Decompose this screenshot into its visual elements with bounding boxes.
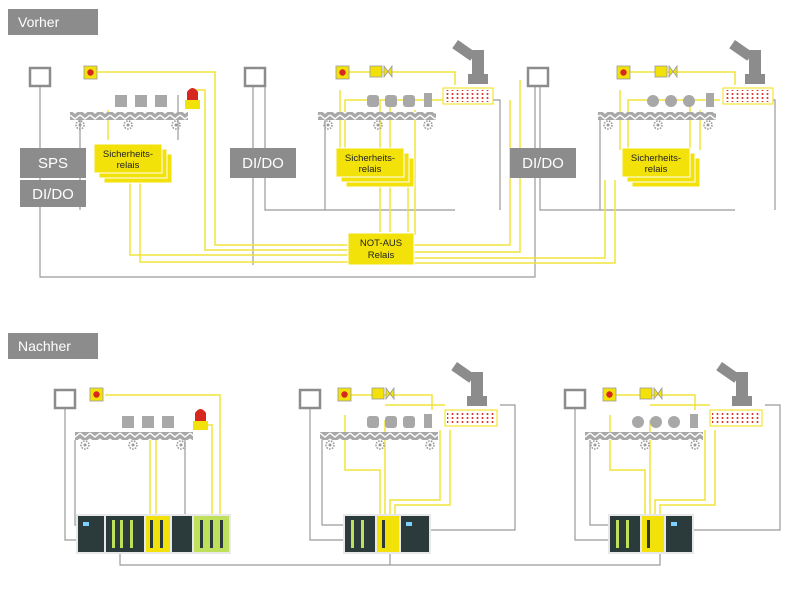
gear-icon [373,120,383,130]
valve-icon [369,65,393,78]
controller-rack [343,514,431,554]
safety-relay-label-2: relais [645,164,668,175]
section-tag-before-label: Vorher [18,14,60,30]
gear-icon [603,120,613,130]
gear-icon [80,440,90,450]
sensor-box [53,388,77,410]
conveyor-belt-pattern [70,112,188,120]
section-tag-before: Vorher [8,9,98,35]
before-station-2: DI/DO Sicherheits- relais [230,40,494,188]
emergency-button-icon [335,65,350,80]
gear-icon [325,440,335,450]
emergency-button-icon [83,65,98,80]
sps-label: SPS [38,155,68,172]
dido-label: DI/DO [242,155,284,172]
emergency-button-icon [89,387,104,402]
emergency-button-icon [337,387,352,402]
warning-light-base [185,100,200,109]
product-box [115,95,127,107]
sensor-box [563,388,587,410]
robot-arm-icon [452,40,488,84]
section-tag-after-label: Nachher [18,338,71,354]
sensor-box [298,388,322,410]
before-gray-wiring [39,80,776,278]
gear-icon [653,120,663,130]
safety-relay-label-1: Sicherheits- [103,149,153,160]
sensor-box [243,66,267,88]
after-station-1 [53,387,231,554]
product-box [135,95,147,107]
safety-relay [335,147,405,178]
warning-light-icon [187,88,198,100]
dido-box [20,180,86,207]
safety-relay [93,143,163,174]
gear-icon [128,440,138,450]
sensor-box [526,66,550,88]
emergency-button-icon [616,65,631,80]
section-tag-after: Nachher [8,333,98,359]
gear-icon [590,440,600,450]
valve-icon [371,387,395,400]
sensor-box [28,66,52,88]
gear-icon [640,440,650,450]
valve-icon [639,387,663,400]
safety-relay-label-2: relais [117,160,140,171]
gear-icon [176,440,186,450]
sps-box [20,148,86,178]
safety-relay [621,147,691,178]
gear-icon [171,120,181,130]
after-station-2 [298,362,498,554]
before-station-1: SPS DI/DO Sicherheits- relais [20,65,200,207]
estop-relay-label-1: NOT-AUS [360,238,402,249]
dido-label: DI/DO [522,155,564,172]
safety-relay-label-1: Sicherheits- [631,153,681,164]
after-station-3 [563,362,763,554]
warning-light-icon [195,409,206,421]
robot-arm-icon [451,362,487,406]
robot-arm-icon [716,362,752,406]
gear-icon [123,120,133,130]
dido-box [510,148,576,178]
product-box [155,95,167,107]
dido-label: DI/DO [32,186,74,203]
before-station-3: DI/DO Sicherheits- relais [510,40,774,188]
gear-icon [423,120,433,130]
safety-relay-label-1: Sicherheits- [345,153,395,164]
controller-rack [608,514,694,554]
dido-box [230,148,296,178]
gear-icon [425,440,435,450]
controller-rack [76,514,231,554]
safety-relay-label-2: relais [359,164,382,175]
light-curtain-beams [445,90,491,102]
emergency-button-icon [602,387,617,402]
estop-relay: NOT-AUS Relais [347,232,415,266]
estop-relay-label-2: Relais [368,250,395,261]
valve-icon [654,65,678,78]
gear-icon [375,440,385,450]
gear-icon [703,120,713,130]
gear-icon [690,440,700,450]
